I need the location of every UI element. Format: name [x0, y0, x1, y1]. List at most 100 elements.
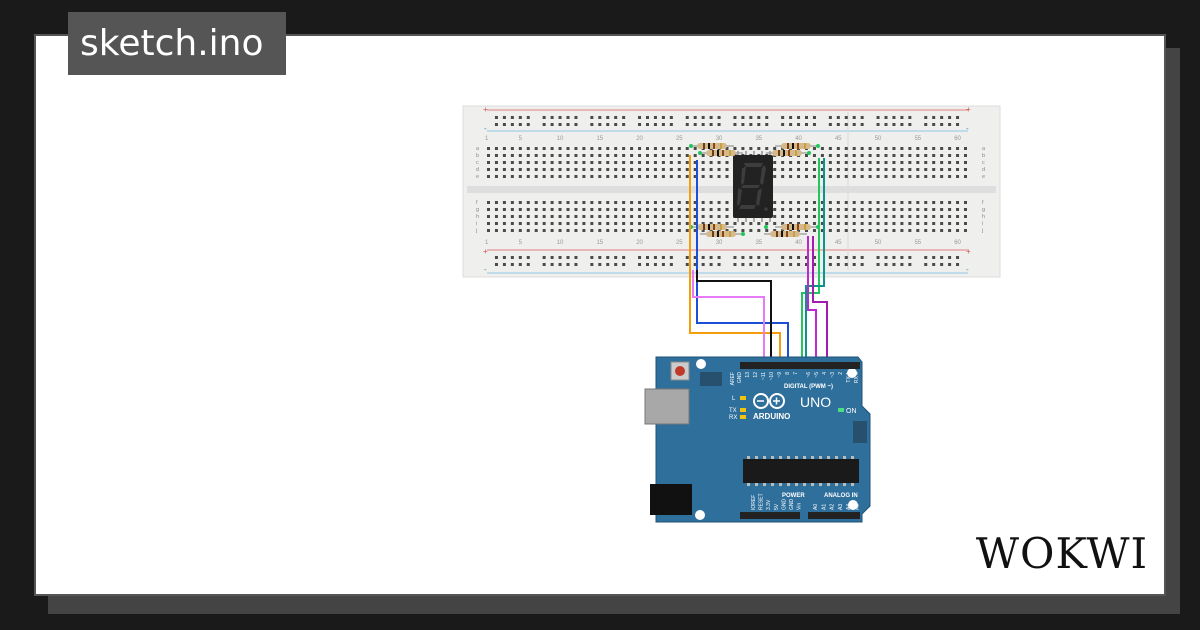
breadboard-hole[interactable]: [956, 229, 960, 232]
breadboard-hole[interactable]: [797, 201, 801, 204]
breadboard-hole[interactable]: [717, 161, 721, 164]
breadboard-hole[interactable]: [614, 215, 618, 218]
breadboard-hole[interactable]: [900, 229, 904, 232]
breadboard-hole[interactable]: [828, 161, 832, 164]
breadboard-hole[interactable]: [534, 161, 538, 164]
breadboard-hole[interactable]: [661, 201, 665, 204]
breadboard-hole[interactable]: [701, 168, 705, 171]
breadboard-hole[interactable]: [638, 168, 642, 171]
rail-hole[interactable]: [765, 256, 769, 259]
breadboard-hole[interactable]: [884, 229, 888, 232]
breadboard-hole[interactable]: [566, 147, 570, 150]
breadboard-hole[interactable]: [948, 154, 952, 157]
breadboard-hole[interactable]: [638, 215, 642, 218]
breadboard-hole[interactable]: [892, 175, 896, 178]
breadboard-hole[interactable]: [892, 222, 896, 225]
breadboard-hole[interactable]: [669, 154, 673, 157]
breadboard-hole[interactable]: [892, 201, 896, 204]
rail-hole[interactable]: [948, 123, 952, 126]
breadboard-hole[interactable]: [502, 201, 506, 204]
breadboard-hole[interactable]: [598, 161, 602, 164]
breadboard-hole[interactable]: [844, 154, 848, 157]
breadboard-hole[interactable]: [844, 215, 848, 218]
breadboard-hole[interactable]: [860, 201, 864, 204]
rail-hole[interactable]: [646, 116, 649, 119]
breadboard-hole[interactable]: [550, 222, 554, 225]
breadboard-hole[interactable]: [812, 161, 816, 164]
breadboard-hole[interactable]: [622, 154, 626, 157]
rail-hole[interactable]: [494, 256, 498, 259]
rail-hole[interactable]: [765, 116, 769, 119]
rail-hole[interactable]: [598, 256, 602, 259]
breadboard-hole[interactable]: [574, 222, 578, 225]
breadboard-hole[interactable]: [852, 208, 856, 211]
breadboard-hole[interactable]: [661, 208, 665, 211]
breadboard-hole[interactable]: [932, 175, 936, 178]
breadboard-hole[interactable]: [502, 215, 506, 218]
rail-hole[interactable]: [789, 263, 793, 266]
breadboard-hole[interactable]: [717, 175, 721, 178]
breadboard-hole[interactable]: [502, 154, 506, 157]
rail-hole[interactable]: [709, 256, 713, 259]
rail-hole[interactable]: [924, 256, 928, 259]
breadboard-hole[interactable]: [685, 208, 689, 211]
breadboard-hole[interactable]: [860, 161, 864, 164]
breadboard-hole[interactable]: [494, 208, 498, 211]
breadboard-hole[interactable]: [622, 147, 626, 150]
breadboard-hole[interactable]: [518, 229, 522, 232]
breadboard-hole[interactable]: [677, 168, 681, 171]
breadboard-hole[interactable]: [590, 175, 594, 178]
breadboard-hole[interactable]: [685, 175, 689, 178]
rail-hole[interactable]: [900, 123, 904, 126]
rail-hole[interactable]: [590, 123, 594, 126]
breadboard-hole[interactable]: [789, 208, 793, 211]
breadboard-hole[interactable]: [916, 215, 920, 218]
breadboard-hole[interactable]: [638, 201, 642, 204]
rail-hole[interactable]: [526, 263, 530, 266]
rail-hole[interactable]: [733, 123, 737, 126]
breadboard-hole[interactable]: [534, 147, 538, 150]
seven-segment-display[interactable]: [733, 151, 773, 222]
breadboard-hole[interactable]: [487, 161, 490, 164]
breadboard-hole[interactable]: [932, 201, 936, 204]
breadboard-hole[interactable]: [892, 215, 896, 218]
breadboard-hole[interactable]: [574, 175, 578, 178]
breadboard-hole[interactable]: [630, 201, 634, 204]
breadboard-hole[interactable]: [487, 201, 490, 204]
breadboard-hole[interactable]: [502, 175, 506, 178]
breadboard-hole[interactable]: [733, 147, 737, 150]
breadboard-hole[interactable]: [908, 175, 912, 178]
rail-hole[interactable]: [836, 116, 840, 119]
breadboard-hole[interactable]: [916, 168, 920, 171]
rail-hole[interactable]: [494, 123, 498, 126]
breadboard-hole[interactable]: [677, 154, 681, 157]
breadboard-hole[interactable]: [646, 222, 649, 225]
breadboard-hole[interactable]: [828, 175, 832, 178]
breadboard-hole[interactable]: [932, 168, 936, 171]
breadboard-hole[interactable]: [622, 168, 626, 171]
breadboard-hole[interactable]: [598, 222, 602, 225]
breadboard-hole[interactable]: [908, 222, 912, 225]
rail-hole[interactable]: [701, 116, 705, 119]
breadboard-hole[interactable]: [956, 147, 960, 150]
breadboard-hole[interactable]: [773, 208, 777, 211]
rail-hole[interactable]: [733, 256, 737, 259]
breadboard-hole[interactable]: [550, 229, 554, 232]
breadboard-hole[interactable]: [836, 222, 840, 225]
breadboard-hole[interactable]: [661, 154, 665, 157]
rail-hole[interactable]: [876, 256, 880, 259]
breadboard-hole[interactable]: [709, 208, 713, 211]
breadboard-hole[interactable]: [653, 161, 657, 164]
breadboard-hole[interactable]: [693, 175, 697, 178]
breadboard-hole[interactable]: [868, 201, 872, 204]
breadboard-hole[interactable]: [773, 201, 777, 204]
breadboard-hole[interactable]: [948, 147, 952, 150]
rail-hole[interactable]: [646, 263, 649, 266]
breadboard-hole[interactable]: [550, 208, 554, 211]
rail-hole[interactable]: [757, 263, 761, 266]
breadboard-hole[interactable]: [892, 208, 896, 211]
breadboard-hole[interactable]: [638, 161, 642, 164]
breadboard-hole[interactable]: [781, 215, 785, 218]
rail-hole[interactable]: [646, 256, 649, 259]
breadboard-hole[interactable]: [661, 175, 665, 178]
